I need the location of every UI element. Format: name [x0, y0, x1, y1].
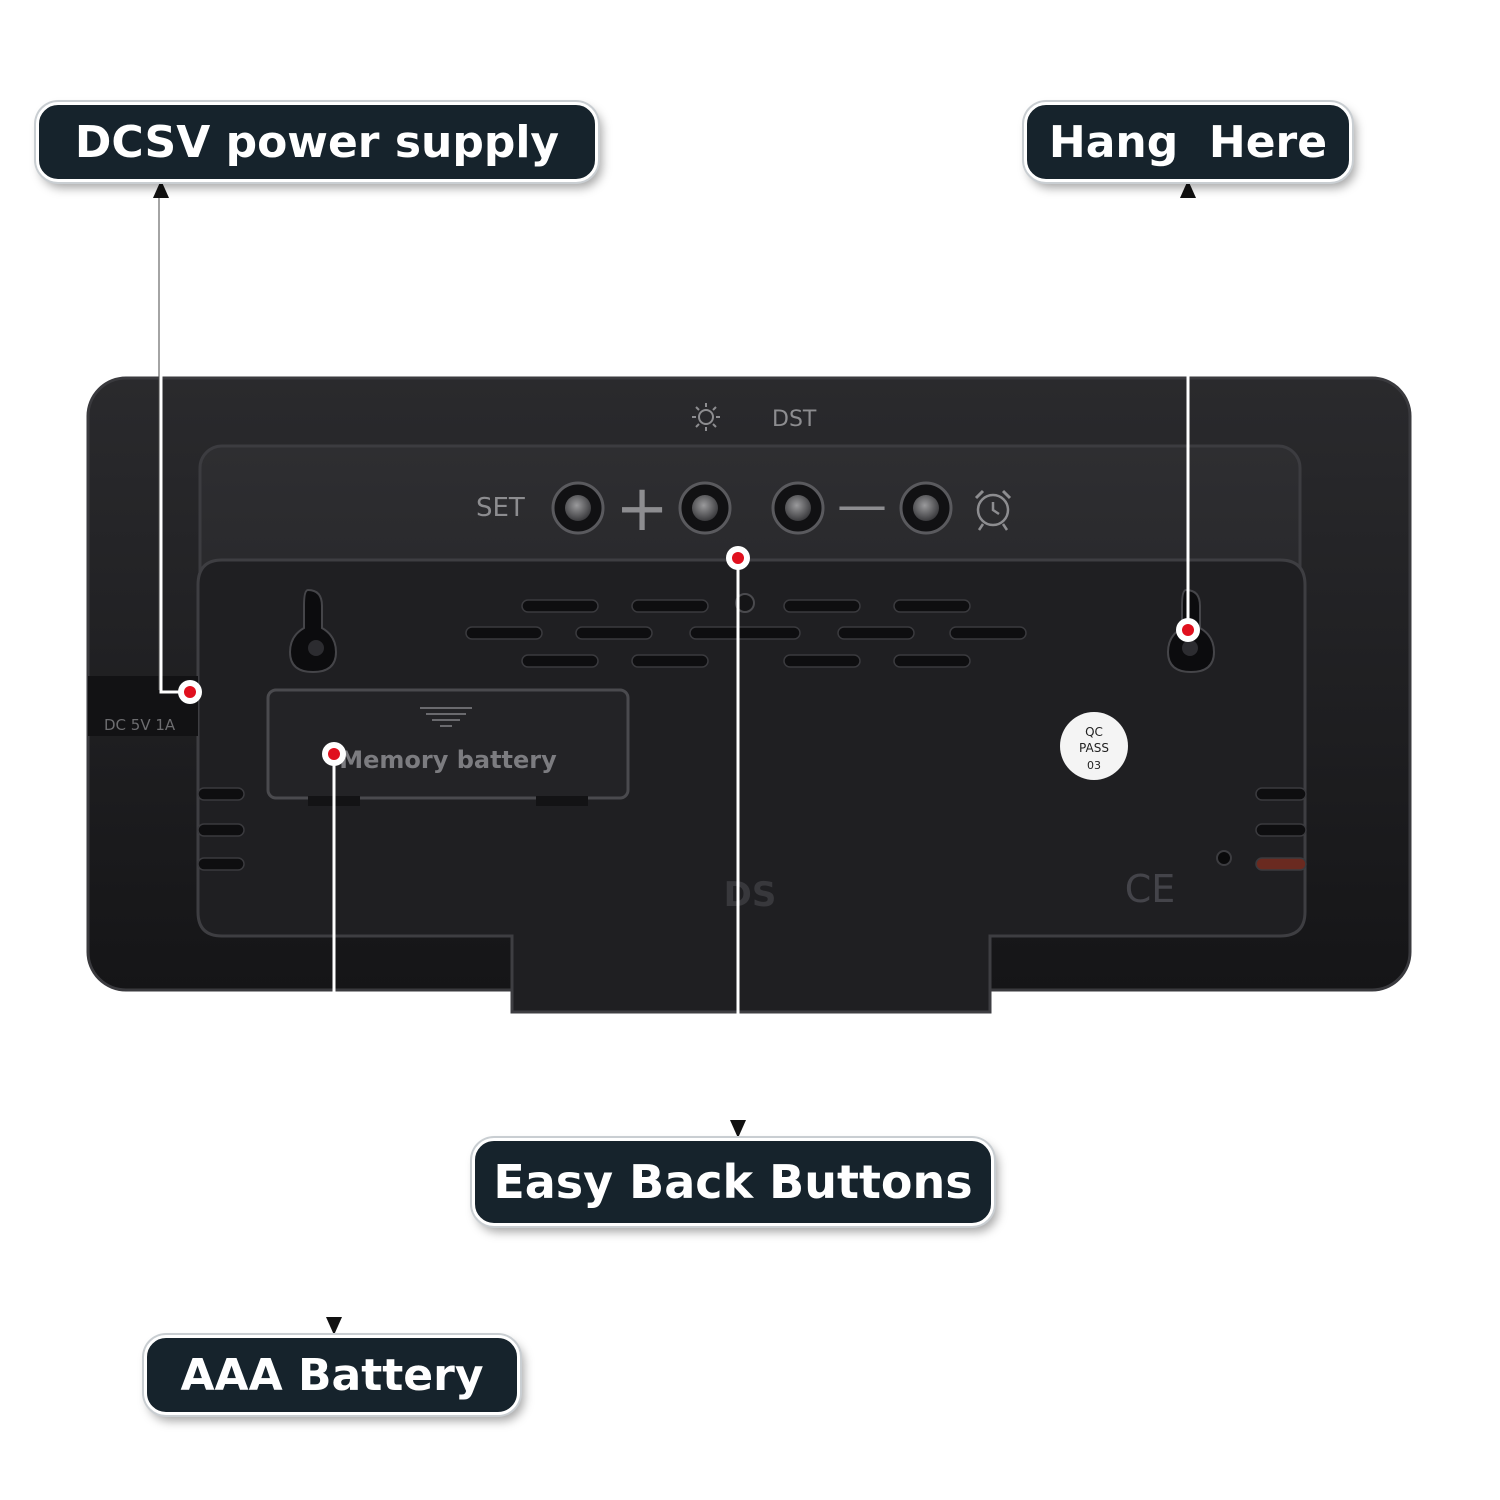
vent-slots	[465, 599, 1027, 668]
button-dst[interactable]	[771, 481, 825, 535]
alarm-clock-icon	[974, 489, 1012, 531]
dst-label: DST	[772, 407, 817, 432]
callout-hang-here-text: Hang Here	[1048, 116, 1328, 168]
qc-line-3: 03	[1087, 759, 1101, 772]
button-plus[interactable]	[678, 481, 732, 535]
qc-line-2: PASS	[1079, 741, 1109, 755]
callout-power-supply-text: DCSV power supply	[74, 116, 560, 168]
button-minus[interactable]	[899, 481, 953, 535]
ce-mark: CE	[1125, 867, 1176, 911]
set-label: SET	[476, 493, 525, 523]
brightness-icon	[692, 403, 720, 431]
callout-aaa-battery: AAA Battery	[144, 1335, 520, 1415]
center-screw	[735, 593, 755, 613]
port-label: DC 5V 1A	[104, 716, 176, 734]
callout-hang-here: Hang Here	[1024, 102, 1352, 182]
qc-line-1: QC	[1085, 725, 1103, 739]
callout-aaa-battery-text: AAA Battery	[180, 1349, 484, 1401]
arrow-up-icon	[153, 180, 1196, 198]
battery-cover[interactable]: Memory battery	[266, 688, 630, 806]
callout-power-supply: DCSV power supply	[36, 102, 598, 182]
keyhole-left	[288, 588, 338, 674]
callout-back-buttons: Easy Back Buttons	[472, 1138, 994, 1226]
marker-dots	[178, 546, 1200, 766]
side-vents-right	[1255, 787, 1307, 871]
brand-mark: DS	[724, 875, 777, 915]
minus-label: —	[837, 476, 887, 534]
qc-pass-sticker: QC PASS 03	[1060, 712, 1128, 780]
callout-back-buttons-text: Easy Back Buttons	[493, 1155, 973, 1209]
stand-plate	[196, 558, 1307, 1014]
battery-cover-label: Memory battery	[339, 746, 557, 774]
button-set[interactable]	[551, 481, 605, 535]
side-vents-left	[197, 787, 245, 871]
reset-hole	[1216, 850, 1232, 866]
plus-label: +	[615, 472, 669, 546]
arrow-down-icon	[326, 1120, 746, 1335]
